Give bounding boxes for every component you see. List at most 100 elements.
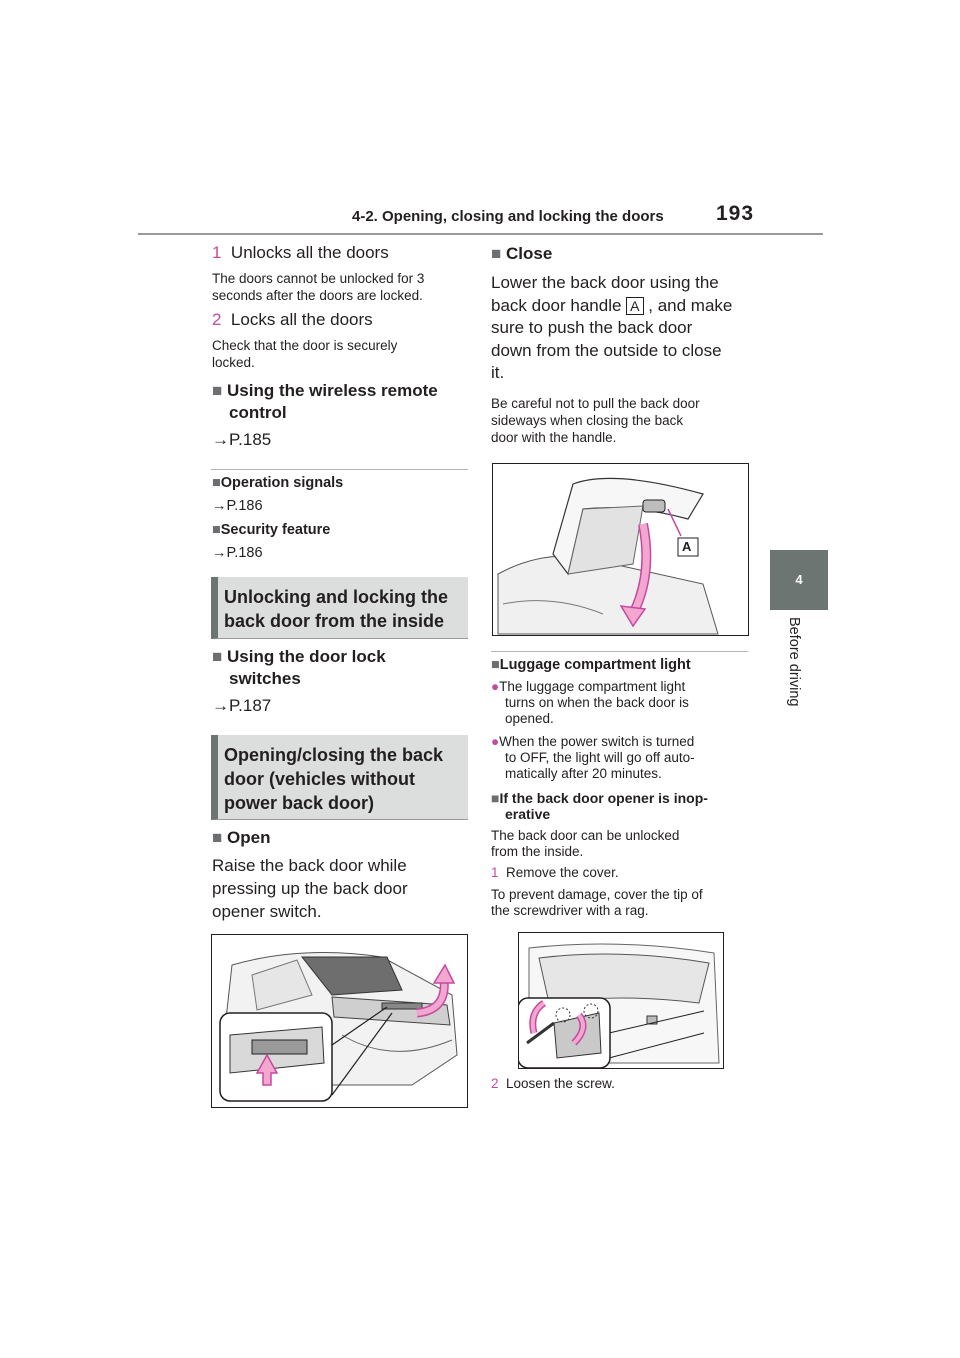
close-instructions: Lower the back door using the back door …	[491, 272, 732, 385]
open-line: opener switch.	[212, 902, 322, 921]
round-bullet-icon: ●	[491, 734, 500, 749]
step-2-note-line: Check that the door is securely	[212, 338, 398, 353]
figure-close-back-door: A	[492, 463, 749, 636]
inoperative-note-line: To prevent damage, cover the tip of	[491, 887, 703, 902]
luggage-light-label: Luggage compartment light	[499, 657, 691, 673]
open-heading: ■ Open	[212, 827, 270, 849]
inoperative-line: If the back door opener is inop-	[499, 790, 708, 806]
step-1: 1 Unlocks all the doors	[212, 243, 389, 263]
close-note-line: door with the handle.	[491, 430, 617, 445]
luggage-bullet-2: ●When the power switch is turned to OFF,…	[491, 734, 695, 782]
operation-signals-label: Operation signals	[220, 475, 344, 491]
close-line: , and make	[648, 295, 733, 315]
step-1-note: The doors cannot be unlocked for 3 secon…	[212, 270, 424, 304]
open-heading-label: Open	[227, 828, 271, 847]
luggage-bullet-1: ●The luggage compartment light turns on …	[491, 679, 689, 727]
inoperative-heading: ■If the back door opener is inop- erativ…	[491, 790, 708, 822]
section-box-unlocking: Unlocking and locking the back door from…	[211, 577, 468, 639]
security-label: Security feature	[220, 522, 331, 538]
open-line: Raise the back door while	[212, 856, 407, 875]
security-ref-link[interactable]: →P.186	[212, 545, 263, 561]
luggage-line: When the power switch is turned	[499, 734, 695, 749]
close-line: it.	[491, 363, 505, 382]
close-note-line: Be careful not to pull the back door	[491, 396, 700, 411]
figure-remove-cover	[518, 932, 724, 1069]
back-door-closing-illustration	[497, 477, 719, 635]
section-title: 4-2. Opening, closing and locking the do…	[352, 208, 664, 225]
square-bullet-icon: ■	[212, 522, 221, 538]
inoperative-step-1-number: 1	[491, 865, 499, 880]
open-line: pressing up the back door	[212, 879, 408, 898]
inoperative-step-2: 2 Loosen the screw.	[491, 1075, 615, 1092]
inoperative-line: erative	[505, 806, 551, 822]
square-bullet-icon: ■	[212, 381, 223, 400]
square-bullet-icon: ■	[491, 790, 500, 806]
square-bullet-icon: ■	[212, 828, 223, 847]
wireless-heading-line: control	[229, 403, 287, 422]
step-1-text: Unlocks all the doors	[230, 243, 389, 262]
luggage-light-heading: ■Luggage compartment light	[491, 657, 691, 673]
inoperative-text-line: from the inside.	[491, 844, 584, 859]
section-box-line: Unlocking and locking the	[224, 587, 449, 607]
inoperative-note-line: the screwdriver with a rag.	[491, 903, 649, 918]
close-heading-label: Close	[506, 244, 553, 263]
step-2-note: Check that the door is securely locked.	[212, 337, 397, 371]
step-1-number: 1	[212, 243, 222, 262]
section-box-line: Opening/closing the back	[224, 745, 444, 765]
door-lock-ref-link[interactable]: →P.187	[212, 696, 272, 715]
open-instructions: Raise the back door while pressing up th…	[212, 854, 408, 923]
door-lock-switch-line: switches	[229, 669, 301, 688]
square-bullet-icon: ■	[212, 475, 221, 491]
square-bullet-icon: ■	[491, 657, 500, 673]
car-rear-illustration	[219, 952, 458, 1102]
inoperative-step-1-text: Remove the cover.	[506, 865, 619, 880]
close-line: sure to push the back door	[491, 318, 693, 337]
wireless-ref-link[interactable]: →P.185	[212, 430, 272, 449]
step-2-note-line: locked.	[212, 355, 255, 370]
round-bullet-icon: ●	[491, 679, 500, 694]
door-lock-switch-line: Using the door lock	[227, 647, 386, 666]
door-lock-switch-heading: ■ Using the door lock switches	[212, 646, 386, 690]
luggage-line: to OFF, the light will go off auto-	[505, 750, 695, 765]
close-heading: ■ Close	[491, 243, 552, 265]
operation-signals-heading: ■Operation signals	[212, 475, 343, 491]
figure-open-back-door	[211, 934, 468, 1108]
wireless-heading: ■ Using the wireless remote control	[212, 380, 438, 424]
square-bullet-icon: ■	[491, 244, 502, 263]
close-line: down from the outside to close	[491, 340, 722, 360]
inoperative-step-2-text: Loosen the screw.	[506, 1076, 615, 1091]
inoperative-text-line: The back door can be unlocked	[491, 828, 680, 843]
luggage-line: turns on when the back door is	[505, 695, 689, 710]
operation-signals-ref-link[interactable]: →P.186	[212, 498, 263, 514]
figure-callout-a: A	[682, 539, 692, 554]
inoperative-step-1: 1 Remove the cover.	[491, 864, 619, 881]
page-number: 193	[716, 202, 755, 225]
luggage-line: matically after 20 minutes.	[505, 766, 662, 781]
luggage-line: opened.	[505, 711, 554, 726]
section-box-line: back door from the inside	[224, 611, 445, 631]
section-box-line: door (vehicles without	[224, 769, 416, 789]
callout-a-box	[677, 537, 699, 557]
close-note: Be careful not to pull the back door sid…	[491, 395, 700, 446]
wireless-heading-line: Using the wireless remote	[227, 381, 438, 400]
chapter-tab: 4	[770, 550, 828, 610]
step-1-note-line: seconds after the doors are locked.	[212, 288, 423, 303]
security-heading: ■Security feature	[212, 522, 330, 538]
section-box-opening: Opening/closing the back door (vehicles …	[211, 735, 468, 820]
chapter-label: Before driving	[786, 617, 802, 707]
section-divider	[211, 469, 468, 470]
callout-a-inline: A	[626, 297, 644, 316]
step-1-note-line: The doors cannot be unlocked for 3	[212, 271, 425, 286]
section-divider	[491, 651, 748, 652]
luggage-line: The luggage compartment light	[499, 679, 686, 694]
close-note-line: sideways when closing the back	[491, 413, 684, 428]
header-rule	[138, 233, 823, 235]
step-2-text: Locks all the doors	[230, 310, 373, 329]
inoperative-step-2-number: 2	[491, 1076, 499, 1091]
close-line: back door handle	[491, 295, 622, 315]
close-line: Lower the back door using the	[491, 273, 719, 292]
step-2-number: 2	[212, 310, 222, 329]
step-2: 2 Locks all the doors	[212, 310, 373, 330]
section-box-line: power back door)	[224, 793, 375, 813]
square-bullet-icon: ■	[212, 647, 223, 666]
